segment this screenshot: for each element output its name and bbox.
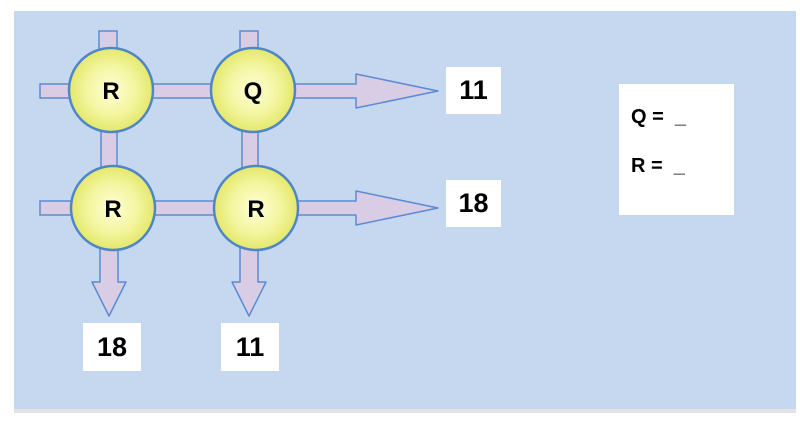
node-top-left: R xyxy=(67,46,155,134)
arrow-down-right xyxy=(231,243,267,317)
node-bottom-right-label: R xyxy=(247,196,264,223)
node-bottom-left-label: R xyxy=(104,196,121,223)
row-sum-top: 11 xyxy=(446,67,501,114)
answer-q[interactable]: Q = _ xyxy=(631,106,687,128)
node-top-right-label: Q xyxy=(244,78,263,105)
node-top-left-label: R xyxy=(102,78,119,105)
pipe-connect-top xyxy=(149,83,215,99)
arrow-right-top xyxy=(293,73,439,109)
answer-box: Q = _ R = _ xyxy=(619,84,734,215)
node-top-right: Q xyxy=(209,46,297,134)
arrow-down-left xyxy=(91,243,127,317)
panel-shadow xyxy=(14,409,796,413)
node-bottom-left: R xyxy=(69,164,157,252)
arrow-right-bottom xyxy=(297,190,439,226)
row-sum-bottom: 18 xyxy=(446,180,501,227)
col-sum-right: 11 xyxy=(221,323,279,371)
pipe-connect-bottom xyxy=(149,200,219,216)
col-sum-left: 18 xyxy=(83,323,141,371)
node-bottom-right: R xyxy=(212,164,300,252)
answer-r[interactable]: R = _ xyxy=(631,155,685,177)
